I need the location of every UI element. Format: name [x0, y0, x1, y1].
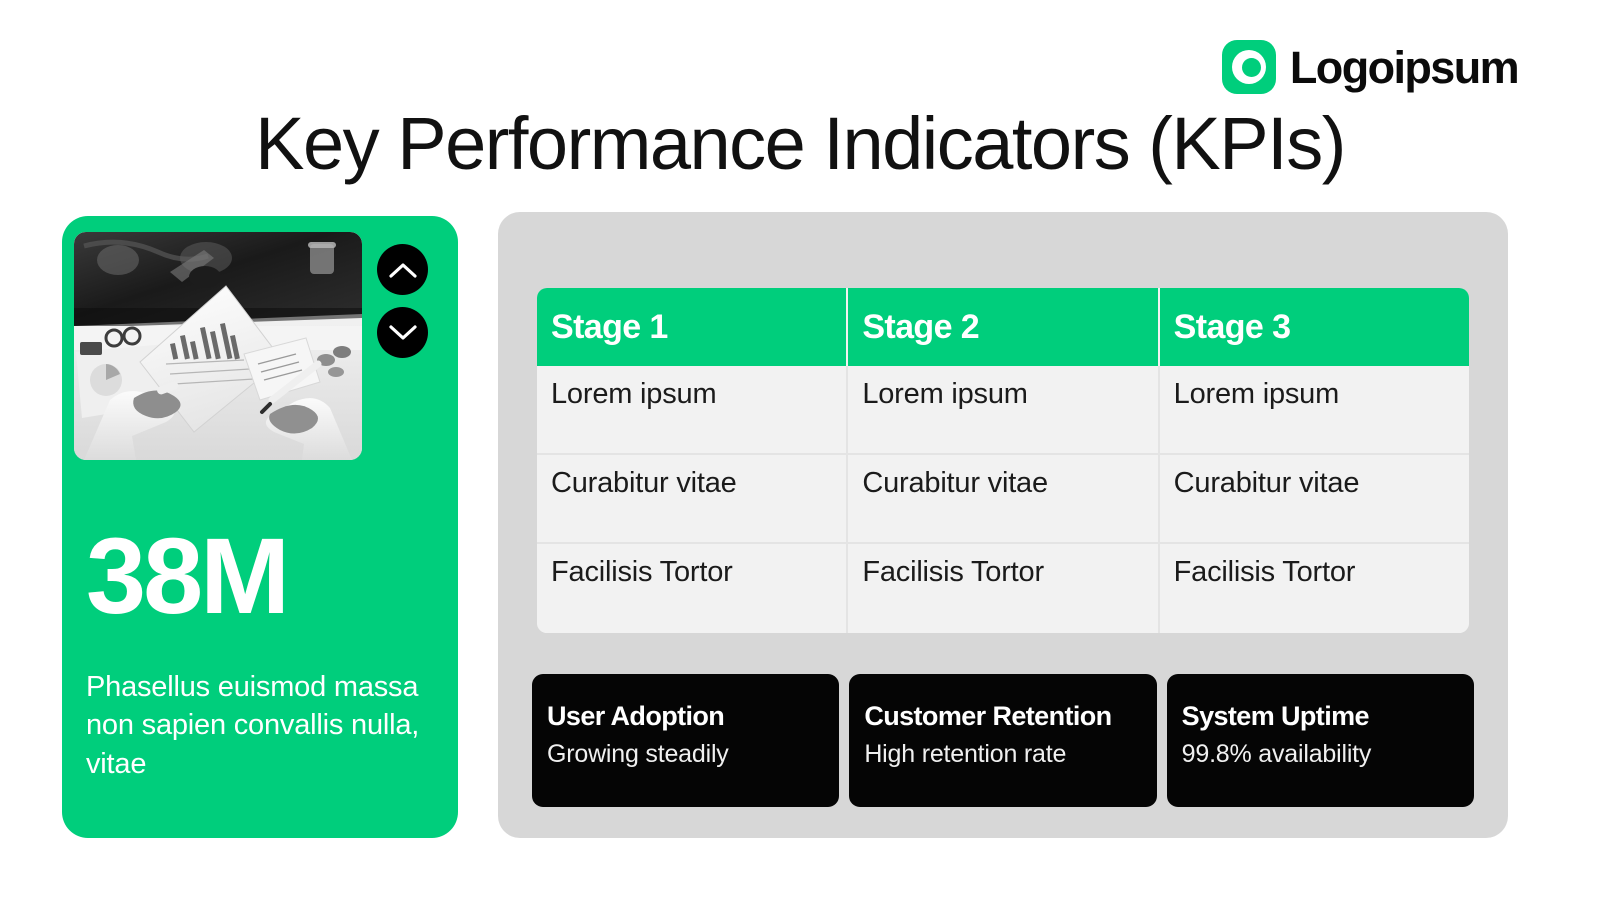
stat-card-title: Customer Retention — [864, 701, 1112, 731]
table-row: Curabitur vitae Curabitur vitae Curabitu… — [537, 455, 1469, 544]
table-cell: Curabitur vitae — [537, 455, 849, 544]
table-cell: Curabitur vitae — [1159, 455, 1469, 544]
logo-wordmark: Logoipsum — [1289, 41, 1520, 93]
table-cell: Lorem ipsum — [1159, 366, 1469, 455]
column-header-stage-3: Stage 3 — [1159, 288, 1469, 366]
content-panel: Stage 1 Stage 2 Stage 3 Lorem ipsum Lore… — [498, 212, 1508, 838]
column-header-stage-1: Stage 1 — [537, 288, 849, 366]
stat-card-list: User Adoption Growing steadily Customer … — [532, 674, 1474, 807]
chevron-down-icon — [388, 324, 417, 340]
table-cell: Facilisis Tortor — [537, 544, 849, 633]
photo-nav-controls[interactable] — [377, 244, 428, 358]
highlight-value: 38M — [86, 515, 290, 636]
logo-ring — [1231, 50, 1266, 84]
chevron-up-icon — [388, 262, 417, 278]
stat-card-customer-retention[interactable]: Customer Retention High retention rate — [849, 674, 1157, 807]
page-title: Key Performance Indicators (KPIs) — [255, 102, 1346, 185]
stat-card-subtitle: Growing steadily — [547, 739, 729, 768]
table-header-row: Stage 1 Stage 2 Stage 3 — [537, 288, 1469, 366]
chevron-up-button[interactable] — [377, 244, 428, 295]
brand-logo: Logoipsum — [1221, 40, 1520, 94]
table-cell: Lorem ipsum — [848, 366, 1160, 455]
stat-card-user-adoption[interactable]: User Adoption Growing steadily — [532, 674, 840, 807]
table-cell: Facilisis Tortor — [1159, 544, 1469, 633]
table-cell: Curabitur vitae — [848, 455, 1160, 544]
stat-card-title: System Uptime — [1181, 701, 1370, 731]
table-cell: Lorem ipsum — [537, 366, 849, 455]
stat-card-title: User Adoption — [547, 701, 725, 731]
stages-table: Stage 1 Stage 2 Stage 3 Lorem ipsum Lore… — [537, 288, 1469, 633]
logo-circle-icon — [1221, 40, 1276, 94]
column-header-stage-2: Stage 2 — [848, 288, 1160, 366]
photo-illustration-icon — [74, 232, 362, 460]
highlight-photo — [74, 232, 362, 460]
logo-dot — [1242, 57, 1262, 77]
chevron-down-button[interactable] — [377, 307, 428, 358]
stat-card-subtitle: High retention rate — [864, 739, 1067, 768]
highlight-description: Phasellus euismod massa non sapien conva… — [86, 671, 420, 780]
table-row: Lorem ipsum Lorem ipsum Lorem ipsum — [537, 366, 1469, 455]
highlight-card: 38M Phasellus euismod massa non sapien c… — [62, 216, 458, 838]
table-cell: Facilisis Tortor — [848, 544, 1160, 633]
table-row: Facilisis Tortor Facilisis Tortor Facili… — [537, 544, 1469, 633]
stat-card-subtitle: 99.8% availability — [1181, 739, 1372, 768]
stat-card-system-uptime[interactable]: System Uptime 99.8% availability — [1166, 674, 1474, 807]
